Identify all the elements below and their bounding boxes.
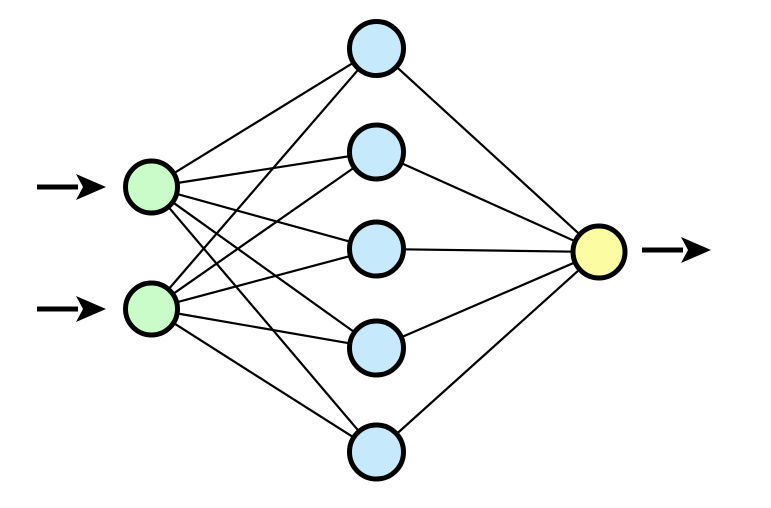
nodes-group	[123, 19, 628, 482]
node-shape-h5[interactable]	[347, 422, 406, 482]
node-h3[interactable]	[347, 219, 406, 279]
node-shape-h2[interactable]	[347, 122, 406, 182]
node-h5[interactable]	[347, 422, 406, 482]
edge-i1-h2	[174, 154, 353, 185]
edge-h2-o1	[398, 161, 579, 244]
edge-i2-h3	[173, 254, 354, 305]
node-shape-o1[interactable]	[570, 223, 628, 281]
edge-i1-h4	[169, 199, 358, 335]
in-arrow-2-head	[76, 296, 106, 322]
edge-h1-o1	[393, 64, 583, 237]
node-h1[interactable]	[347, 19, 406, 78]
node-shape-i1[interactable]	[123, 158, 180, 216]
in-arrow-1-head	[76, 174, 106, 200]
in-arrow-2-icon	[37, 296, 106, 322]
node-i1[interactable]	[123, 158, 180, 216]
node-h4[interactable]	[347, 318, 406, 378]
edge-i1-h3	[173, 192, 354, 244]
node-shape-h3[interactable]	[347, 219, 406, 279]
node-o1[interactable]	[570, 223, 628, 281]
edge-h4-o1	[398, 260, 578, 340]
edge-i1-h1	[170, 60, 357, 176]
edge-i2-h5	[170, 320, 357, 440]
edges-group	[165, 60, 583, 440]
edge-h3-o1	[400, 248, 576, 253]
node-shape-i2[interactable]	[123, 280, 180, 338]
out-arrow-1-head	[681, 237, 711, 263]
out-arrow-1-icon	[642, 237, 711, 263]
in-arrow-1-icon	[37, 174, 106, 200]
node-shape-h4[interactable]	[347, 318, 406, 378]
node-shape-h1[interactable]	[347, 19, 406, 78]
node-i2[interactable]	[123, 280, 180, 338]
edge-h5-o1	[393, 266, 583, 437]
edge-i2-h4	[174, 311, 353, 345]
edge-i2-h1	[166, 66, 362, 292]
edge-i2-h2	[170, 165, 358, 297]
edge-i1-h5	[165, 204, 362, 435]
io-arrows-group	[37, 174, 711, 322]
node-h2[interactable]	[347, 122, 406, 182]
